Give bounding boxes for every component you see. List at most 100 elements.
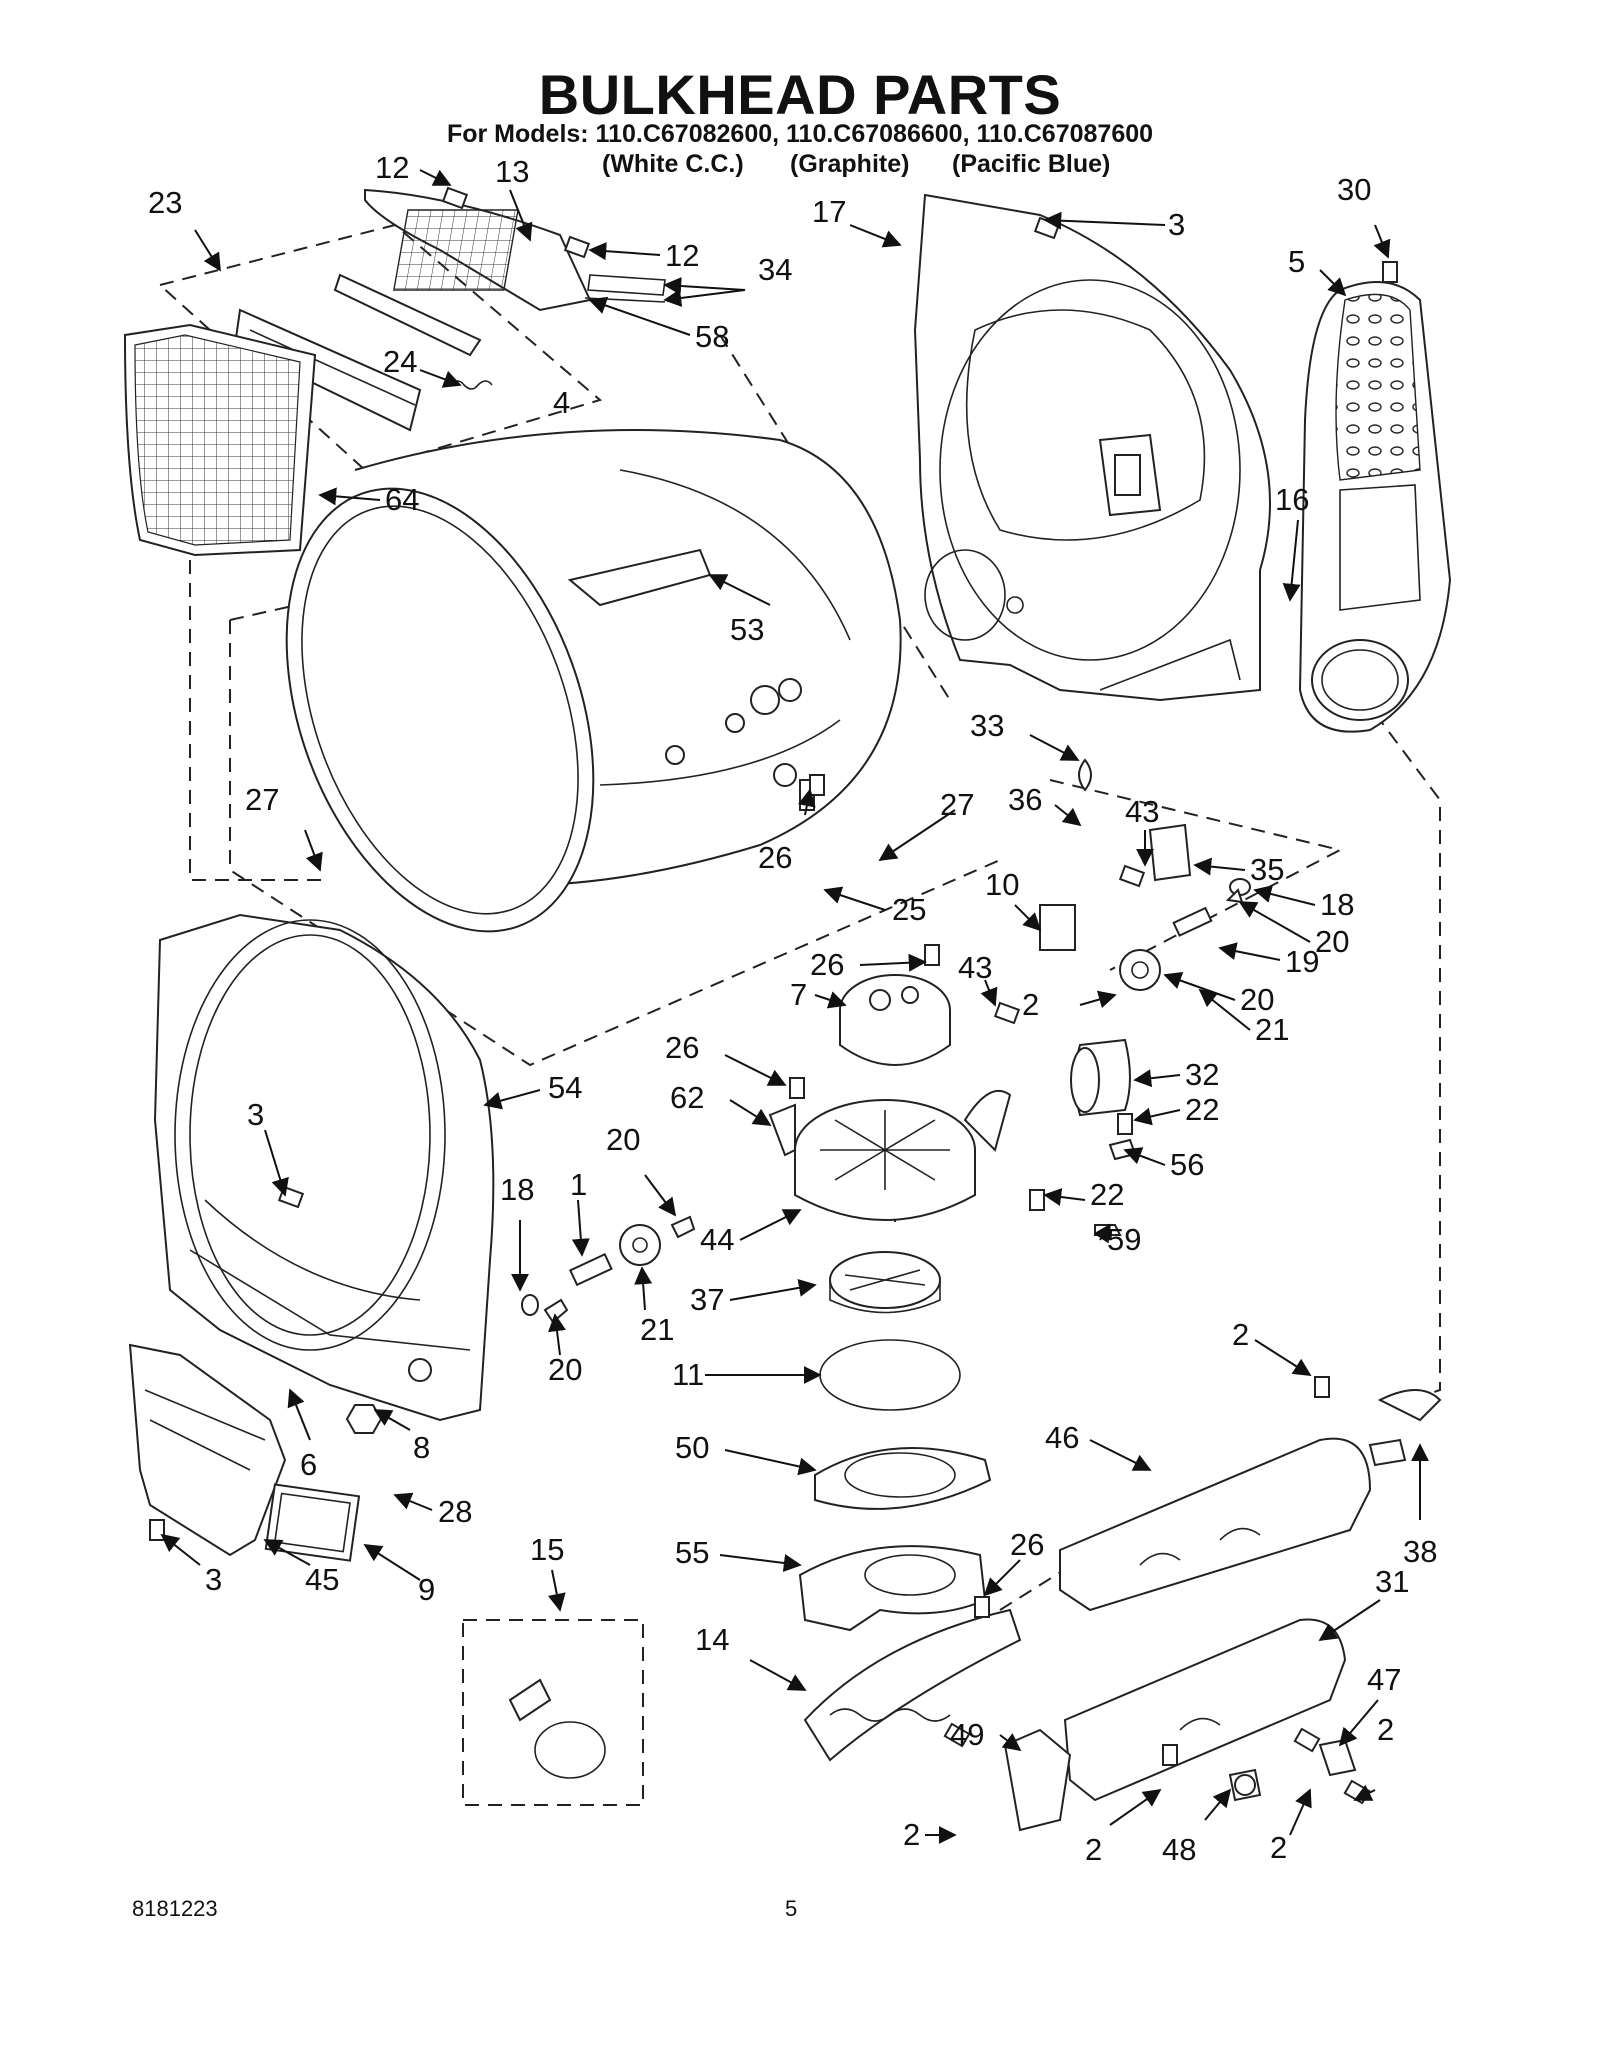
blower-housing — [794, 1090, 1012, 1221]
callout-19: 19 — [1285, 944, 1319, 979]
callout-4: 4 — [553, 385, 570, 420]
callout-32: 32 — [1185, 1057, 1219, 1092]
callout-26: 26 — [665, 1030, 699, 1065]
blower-outlet-duct — [798, 1545, 987, 1632]
thermostats — [1228, 1738, 1357, 1802]
callout-2: 2 — [1270, 1830, 1287, 1865]
lint-trap-duct — [233, 273, 482, 432]
heater-housing — [1059, 1389, 1442, 1802]
lint-screen-housing — [364, 188, 592, 312]
callout-55: 55 — [675, 1535, 709, 1570]
callout-11: 11 — [672, 1357, 704, 1392]
callout-2: 2 — [903, 1817, 920, 1852]
callout-44: 44 — [700, 1222, 734, 1257]
callout-59: 59 — [1107, 1222, 1141, 1257]
callout-1: 1 — [570, 1167, 587, 1202]
callout-43: 43 — [1125, 794, 1159, 829]
blower-motor — [839, 974, 951, 1066]
callout-16: 16 — [1275, 482, 1309, 517]
callout-49: 49 — [950, 1717, 984, 1752]
callout-6: 6 — [300, 1447, 317, 1482]
front-bulkhead — [153, 913, 495, 1422]
callout-21: 21 — [1255, 1012, 1289, 1047]
callout-2: 2 — [1022, 987, 1039, 1022]
callout-2: 2 — [1377, 1712, 1394, 1747]
models-line: For Models: 110.C67082600, 110.C67086600… — [446, 120, 1154, 148]
callout-56: 56 — [1170, 1147, 1204, 1182]
moisture-sensor-parts — [768, 758, 1251, 1236]
drum-bearing-parts — [345, 1215, 696, 1434]
heater-bracket — [1003, 1728, 1072, 1832]
lint-screen — [123, 323, 317, 557]
blower-front-cover — [814, 1447, 992, 1510]
callout-24: 24 — [383, 344, 417, 379]
callout-12: 12 — [665, 238, 699, 273]
callout-33: 33 — [970, 708, 1004, 743]
bracket — [1039, 904, 1076, 951]
page-number: 5 — [785, 1896, 798, 1921]
callout-labels: 12 13 12 34 58 23 24 4 64 53 17 3 30 5 1… — [148, 150, 1437, 1867]
callout-20: 20 — [1315, 924, 1349, 959]
callout-26: 26 — [1010, 1527, 1044, 1562]
blower-seal-ring — [819, 1339, 961, 1411]
callout-26: 26 — [810, 947, 844, 982]
callout-27: 27 — [940, 787, 974, 822]
callout-47: 47 — [1367, 1662, 1401, 1697]
callout-3: 3 — [1168, 207, 1185, 242]
callout-58: 58 — [695, 319, 729, 354]
callout-23: 23 — [148, 185, 182, 220]
wire-harness-kit — [462, 1619, 644, 1806]
callout-46: 46 — [1045, 1420, 1079, 1455]
exhaust-duct-cover — [1298, 281, 1452, 733]
callout-43: 43 — [958, 950, 992, 985]
variant-pacific-blue: (Pacific Blue) — [952, 150, 1111, 178]
page-title: BULKHEAD PARTS — [538, 63, 1062, 126]
callout-20: 20 — [548, 1352, 582, 1387]
rear-bulkhead — [913, 193, 1271, 702]
leader-arrows — [160, 169, 1429, 1844]
callout-9: 9 — [418, 1572, 435, 1607]
heater-element — [803, 1608, 1022, 1762]
callout-14: 14 — [695, 1622, 729, 1657]
callout-15: 15 — [530, 1532, 564, 1567]
callout-3: 3 — [247, 1097, 264, 1132]
callout-34: 34 — [758, 252, 792, 287]
callout-27: 27 — [245, 782, 279, 817]
callout-18: 18 — [1320, 887, 1354, 922]
callout-17: 17 — [812, 194, 846, 229]
drum — [285, 429, 902, 933]
callout-13: 13 — [495, 154, 529, 189]
lint-duct-assembly — [128, 1343, 361, 1562]
variant-white: (White C.C.) — [602, 150, 744, 178]
callout-7: 7 — [790, 977, 807, 1012]
callout-26: 26 — [758, 840, 792, 875]
callout-8: 8 — [413, 1430, 430, 1465]
callout-3: 3 — [205, 1562, 222, 1597]
gasket — [264, 1483, 361, 1562]
callout-48: 48 — [1162, 1832, 1196, 1867]
callout-22: 22 — [1090, 1177, 1124, 1212]
callout-28: 28 — [438, 1494, 472, 1529]
callout-35: 35 — [1250, 852, 1284, 887]
document-number: 8181223 — [132, 1896, 218, 1921]
callout-21: 21 — [640, 1312, 674, 1347]
callout-50: 50 — [675, 1430, 709, 1465]
callout-12: 12 — [375, 150, 409, 185]
callout-2: 2 — [1085, 1832, 1102, 1867]
callout-45: 45 — [305, 1562, 339, 1597]
callout-37: 37 — [690, 1282, 724, 1317]
callout-62: 62 — [670, 1080, 704, 1115]
callout-10: 10 — [985, 867, 1019, 902]
callout-20: 20 — [606, 1122, 640, 1157]
callout-38: 38 — [1403, 1534, 1437, 1569]
callout-64: 64 — [385, 482, 419, 517]
callout-18: 18 — [500, 1172, 534, 1207]
callout-5: 5 — [1288, 244, 1305, 279]
callout-22: 22 — [1185, 1092, 1219, 1127]
blower-wheel — [829, 1251, 941, 1314]
callout-36: 36 — [1008, 782, 1042, 817]
variant-graphite: (Graphite) — [790, 150, 910, 178]
callout-20: 20 — [1240, 982, 1274, 1017]
callout-54: 54 — [548, 1070, 582, 1105]
